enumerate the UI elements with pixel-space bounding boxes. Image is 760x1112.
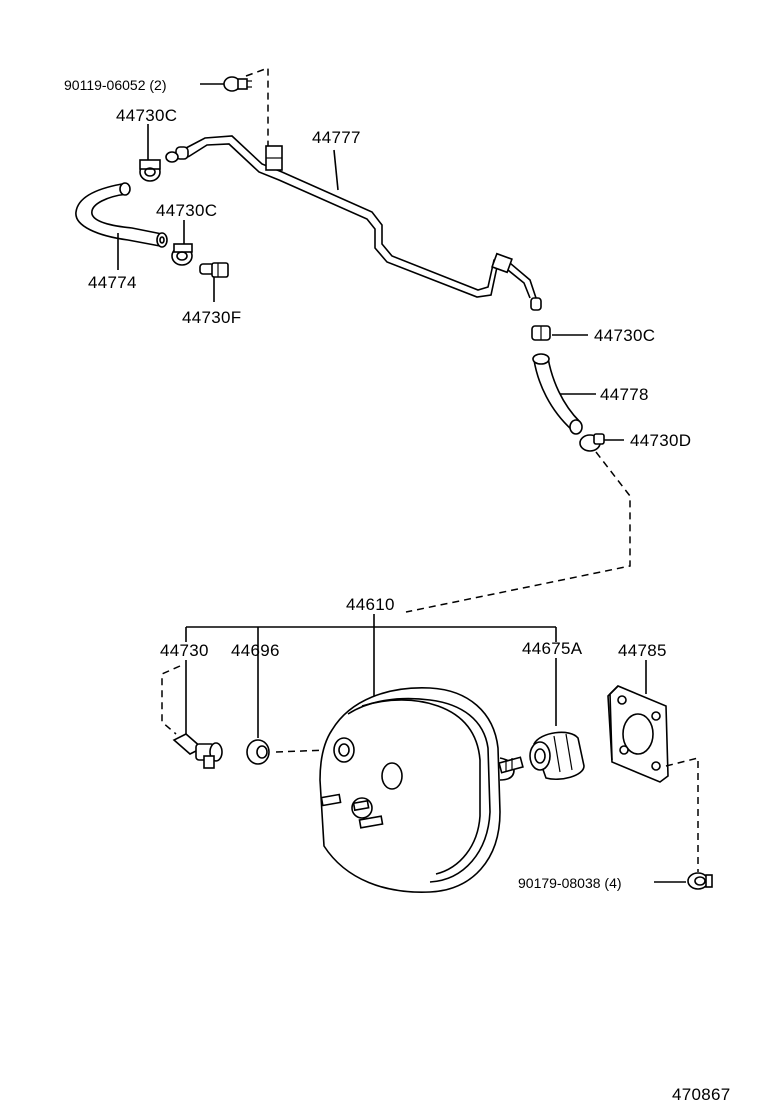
clamp-44730d xyxy=(579,433,624,452)
label-44675a: 44675A xyxy=(522,639,583,658)
booster-leader-bracket xyxy=(185,614,557,738)
hose-44778 xyxy=(532,353,596,435)
clip-44730c-mid xyxy=(171,220,193,266)
label-90119-06052: 90119-06052 (2) xyxy=(64,77,166,93)
label-44730: 44730 xyxy=(160,641,209,660)
label-44730f: 44730F xyxy=(182,308,241,327)
label-44730c-right: 44730C xyxy=(594,326,655,345)
label-44785: 44785 xyxy=(618,641,667,660)
label-44777: 44777 xyxy=(312,128,361,147)
pipe-44777 xyxy=(165,135,542,311)
diagram-id: 470867 xyxy=(672,1085,731,1104)
label-44730c-top: 44730C xyxy=(116,106,177,125)
label-44778: 44778 xyxy=(600,385,649,404)
bolt-leader-dashed xyxy=(245,66,269,150)
boot-44675a xyxy=(529,731,585,781)
gasket-leader-dashed xyxy=(665,757,699,872)
label-44610: 44610 xyxy=(346,595,395,614)
gasket-44785 xyxy=(607,660,669,783)
clip-44730c-right xyxy=(531,325,588,341)
label-90179-08038: 90179-08038 (4) xyxy=(518,875,622,891)
check-valve-44730 xyxy=(161,665,223,769)
grommet-leader-dashed xyxy=(275,749,329,753)
leader-44777 xyxy=(333,149,339,191)
nut-90179-08038 xyxy=(654,872,713,890)
hose-44774 xyxy=(75,182,168,248)
label-44774: 44774 xyxy=(88,273,137,292)
label-44730c-mid: 44730C xyxy=(156,201,217,220)
label-44730d: 44730D xyxy=(630,431,691,450)
clip-44730c-top xyxy=(139,124,161,182)
grommet-44696 xyxy=(246,739,270,765)
fitting-44730f xyxy=(199,262,229,302)
bolt-90119-06052 xyxy=(200,76,252,92)
booster-44610 xyxy=(319,687,524,893)
clamp-leader-dashed xyxy=(405,451,631,613)
label-44696: 44696 xyxy=(231,641,280,660)
